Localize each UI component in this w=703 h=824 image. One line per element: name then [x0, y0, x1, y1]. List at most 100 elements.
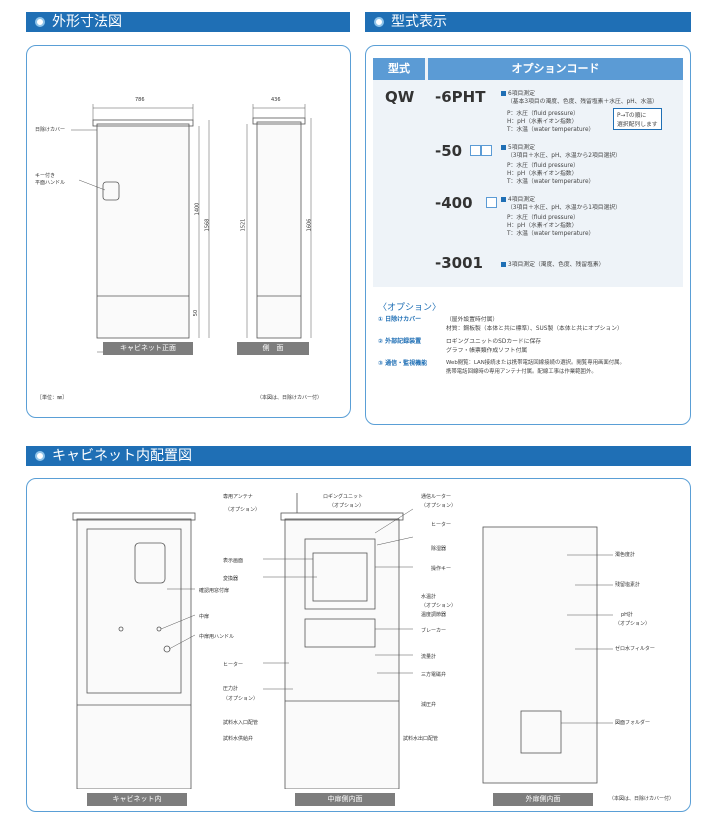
row1-line2: H：pH（水素イオン指数） — [507, 119, 578, 125]
callout-heater-bottom: ヒーター — [223, 662, 244, 668]
dimensions-panel: 786 700 1400 1568 50 436 350 1521 1606 日… — [26, 45, 351, 418]
unit-note: ［単位：㎜］ — [37, 395, 68, 401]
section-title: キャビネット内配置図 — [52, 448, 192, 464]
model-code-table: 型式 オプションコード QW -6PHT 6項目測定 （基本3項目の濁度、色度、… — [373, 58, 683, 287]
row1-line3: T：水温（water temperature） — [507, 127, 595, 133]
caption-side: 側 面 — [237, 342, 309, 355]
callout-drawing-holder: 図面フォルダー — [615, 720, 651, 726]
label-handle-1: キー付き — [35, 173, 56, 179]
callout-router-opt: （オプション） — [421, 503, 457, 509]
option-2-v2: グラフ・帳票類作成ソフト付属 — [446, 348, 528, 354]
callout-dehumid: 除湿器 — [431, 546, 447, 552]
square-bullet-icon — [501, 145, 506, 150]
code-50: -50 — [435, 142, 463, 160]
section-title: 外形寸法図 — [52, 14, 122, 30]
callout-display: 表示画面 — [223, 558, 244, 564]
dimensions-drawing — [71, 104, 312, 353]
front-width-top: 786 — [135, 97, 145, 103]
front-height-total: 1568 — [204, 218, 211, 232]
row2-line2: H：pH（水素イオン指数） — [507, 171, 578, 177]
select-box-icon — [486, 197, 497, 208]
callout-heater-top: ヒーター — [431, 522, 452, 528]
drawing-note: （本図は、日除けカバー付） — [257, 395, 323, 401]
callout-router: 通信ルーター — [421, 494, 452, 500]
callout-pressure-opt: （オプション） — [223, 696, 259, 702]
caption-front: キャビネット正面 — [103, 342, 193, 355]
section-header-layout: キャビネット内配置図 — [26, 446, 691, 466]
col-header-model: 型式 — [373, 58, 425, 80]
code-3001: -3001 — [435, 254, 483, 272]
front-height-inner: 1400 — [194, 202, 201, 216]
row4-title: 3項目測定（濁度、色度、残留塩素） — [501, 259, 604, 268]
side-height-total: 1606 — [306, 218, 313, 232]
option-3-key: ③ 通信・監視機能 — [378, 360, 428, 367]
row1-line1: P：水圧（fluid pressure） — [507, 111, 579, 117]
row3-title: 4項目測定 — [501, 194, 535, 203]
row1-desc: （基本3項目の濁度、色度、残留塩素＋水圧、pH、水温） — [507, 99, 658, 105]
bullet-icon — [35, 17, 45, 27]
row3-line3: T：水温（water temperature） — [507, 231, 595, 237]
option-2-v1: ロギングユニットのSDカードに保存 — [446, 339, 542, 345]
callout-thermo-opt: （オプション） — [421, 603, 457, 609]
row2-desc: （3項目＋水圧、pH、水温から2項目選択） — [507, 153, 621, 159]
callout-zero-filter: ゼロ水フィルター — [615, 646, 655, 652]
callout-inlet: 試料水入口配管 — [223, 720, 259, 726]
caption-inner: キャビネット内 — [87, 793, 187, 806]
bullet-icon — [374, 17, 384, 27]
options-title: 〈オプション〉 — [378, 303, 442, 313]
side-height-inner: 1521 — [240, 218, 247, 232]
section-title: 型式表示 — [391, 14, 447, 30]
callout-ph-opt: （オプション） — [615, 621, 651, 627]
callout-inner-handle: 中扉用ハンドル — [199, 634, 235, 640]
callout-supply-valve: 試料水供給弁 — [223, 736, 254, 742]
callout-flowmeter: 流量計 — [421, 654, 437, 660]
option-1-v2: 材質：鋼板製（本体と共に標準）、SUS製（本体と共にオプション） — [446, 326, 623, 332]
callout-antenna-opt: （オプション） — [225, 507, 261, 513]
callout-converter: 変換器 — [223, 576, 239, 582]
callout-outlet: 試料水出口配管 — [403, 736, 439, 742]
callout-pressure: 圧力計 — [223, 686, 239, 692]
code-6pht: -6PHT — [435, 88, 486, 106]
layout-panel: 専用アンテナ （オプション） ロギングユニット （オプション） 通信ルーター （… — [26, 478, 691, 812]
layout-drawing — [72, 493, 613, 789]
callout-ph: pH計 — [621, 612, 633, 618]
option-3-v1: Web閲覧：LAN接続または携帯電話回線接続の選択。閲覧専用画面付属。 — [446, 360, 625, 366]
col-header-option: オプションコード — [428, 58, 683, 80]
select-box-icon — [481, 145, 492, 156]
bullet-icon — [35, 451, 45, 461]
callout-temp-ctrl: 温度調節器 — [421, 612, 447, 618]
row3-line1: P：水圧（fluid pressure） — [507, 215, 579, 221]
model-base: QW — [385, 88, 415, 106]
callout-valve: 三方電磁弁 — [421, 672, 447, 678]
side-width-top: 436 — [271, 97, 281, 103]
callout-turbidity: 濁色度計 — [615, 552, 636, 558]
caption-outer: 外扉側内面 — [493, 793, 593, 806]
square-bullet-icon — [501, 197, 506, 202]
section-header-dimensions: 外形寸法図 — [26, 12, 350, 32]
order-note: P→Tの順に選択配列します — [613, 108, 662, 130]
section-header-model: 型式表示 — [365, 12, 691, 32]
callout-reducer: 減圧弁 — [421, 702, 437, 708]
row2-line3: T：水温（water temperature） — [507, 179, 595, 185]
callout-thermo: 水温計 — [421, 594, 437, 600]
row1-title: 6項目測定 — [501, 88, 535, 97]
callout-console: 操作キー — [431, 566, 452, 572]
row2-title: 5項目測定 — [501, 142, 535, 151]
layout-note: （本図は、日除けカバー付） — [609, 796, 675, 802]
select-box-icon — [470, 145, 481, 156]
callout-logging-opt: （オプション） — [329, 503, 365, 509]
row3-line2: H：pH（水素イオン指数） — [507, 223, 578, 229]
callout-breaker: ブレーカー — [421, 628, 447, 634]
callout-logging: ロギングユニット — [323, 494, 364, 500]
option-1-key: ① 日除けカバー — [378, 316, 422, 323]
square-bullet-icon — [501, 262, 506, 267]
front-base: 50 — [193, 309, 200, 317]
square-bullet-icon — [501, 91, 506, 96]
callout-confirm-window: 確認用窓付扉 — [199, 588, 230, 594]
option-3-v2: 携帯電話回線時の専用アンテナ付属。配線工事は作業範囲外。 — [446, 369, 597, 375]
option-1-v1: （屋外設置時付属） — [446, 317, 499, 323]
code-400: -400 — [435, 194, 473, 212]
label-sunshade: 日除けカバー — [35, 127, 66, 133]
callout-chlorine: 残留塩素計 — [615, 582, 641, 588]
option-2-key: ② 外部記録装置 — [378, 338, 422, 345]
